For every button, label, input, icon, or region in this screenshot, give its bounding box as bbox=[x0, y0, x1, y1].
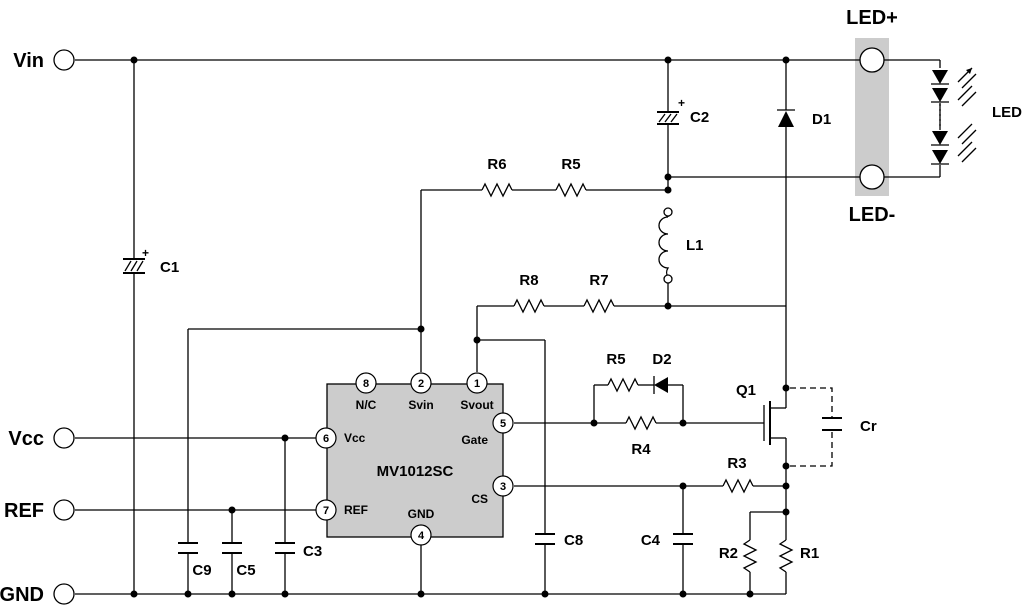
pin-1-name: Svout bbox=[460, 398, 493, 412]
pin-8-name: N/C bbox=[356, 398, 377, 412]
terminals bbox=[53, 47, 885, 605]
pin-3-number: 3 bbox=[500, 481, 506, 493]
capacitor-c1 bbox=[123, 258, 145, 274]
capacitor-c3 bbox=[275, 542, 295, 554]
resistor-r7 bbox=[583, 298, 615, 314]
ref-label: REF bbox=[4, 500, 44, 522]
c5-label: C5 bbox=[236, 562, 255, 579]
diode-d1 bbox=[777, 109, 795, 127]
led-plus-label: LED+ bbox=[846, 7, 898, 29]
r7-label: R7 bbox=[589, 272, 608, 289]
r4-label: R4 bbox=[631, 441, 651, 458]
r5-top-label: R5 bbox=[561, 156, 580, 173]
mosfet-q1 bbox=[763, 401, 786, 445]
d2-label: D2 bbox=[652, 351, 671, 368]
c1-label: C1 bbox=[160, 259, 179, 276]
gnd-label: GND bbox=[0, 584, 44, 606]
resistor-r6 bbox=[481, 182, 513, 198]
ic-pins bbox=[315, 372, 514, 546]
pin-6-name: Vcc bbox=[344, 431, 366, 445]
r3-label: R3 bbox=[727, 455, 746, 472]
led-1 bbox=[931, 67, 977, 89]
led-minus-label: LED- bbox=[849, 204, 896, 226]
r5-gate-label: R5 bbox=[606, 351, 625, 368]
led-4 bbox=[931, 141, 977, 165]
wires bbox=[75, 59, 941, 595]
c4-label: C4 bbox=[641, 532, 661, 549]
capacitor-c9 bbox=[178, 542, 198, 554]
resistor-r5-gate bbox=[607, 377, 639, 393]
vcc-label: Vcc bbox=[8, 428, 44, 450]
c2-label: C2 bbox=[690, 109, 709, 126]
vin-label: Vin bbox=[13, 50, 44, 72]
led-label: LED bbox=[992, 104, 1022, 121]
led-3 bbox=[931, 123, 977, 146]
r8-label: R8 bbox=[519, 272, 538, 289]
pin-4-number: 4 bbox=[418, 530, 425, 542]
pin-4-name: GND bbox=[408, 507, 435, 521]
resistor-r8 bbox=[513, 298, 545, 314]
resistor-r1 bbox=[778, 539, 794, 573]
pin-5-name: Gate bbox=[461, 433, 488, 447]
c3-label: C3 bbox=[303, 543, 322, 560]
c1-polarity: + bbox=[142, 246, 149, 260]
r6-label: R6 bbox=[487, 156, 506, 173]
inductor-l1 bbox=[658, 207, 673, 284]
diode-d2 bbox=[653, 376, 668, 394]
resistor-r5-top bbox=[555, 182, 587, 198]
pin-8-number: 8 bbox=[363, 378, 369, 390]
ic-name: MV1012SC bbox=[377, 463, 454, 480]
capacitor-c5 bbox=[222, 542, 242, 554]
c2-polarity: + bbox=[678, 96, 685, 110]
d1-label: D1 bbox=[812, 111, 831, 128]
capacitor-c2 bbox=[657, 111, 679, 125]
pin-2-number: 2 bbox=[418, 378, 424, 390]
pin-3-name: CS bbox=[471, 492, 488, 506]
pin-7-name: REF bbox=[344, 503, 368, 517]
resistor-r2 bbox=[742, 539, 758, 573]
c9-label: C9 bbox=[192, 562, 211, 579]
r1-label: R1 bbox=[800, 545, 819, 562]
l1-label: L1 bbox=[686, 237, 704, 254]
cr-label: Cr bbox=[860, 418, 877, 435]
r2-label: R2 bbox=[719, 545, 738, 562]
resistor-r4 bbox=[625, 415, 657, 431]
pin-2-name: Svin bbox=[408, 398, 433, 412]
resistor-r3 bbox=[722, 478, 754, 494]
c8-label: C8 bbox=[564, 532, 583, 549]
q1-label: Q1 bbox=[736, 382, 756, 399]
pin-1-number: 1 bbox=[474, 378, 480, 390]
capacitor-c8 bbox=[535, 533, 555, 545]
cr-capacitor bbox=[790, 387, 842, 467]
pin-6-number: 6 bbox=[323, 433, 329, 445]
capacitor-c4 bbox=[673, 533, 693, 545]
led-string bbox=[931, 67, 977, 165]
junction-dots bbox=[130, 56, 790, 598]
pin-5-number: 5 bbox=[500, 418, 506, 430]
led-2 bbox=[931, 85, 977, 107]
pin-7-number: 7 bbox=[323, 505, 329, 517]
